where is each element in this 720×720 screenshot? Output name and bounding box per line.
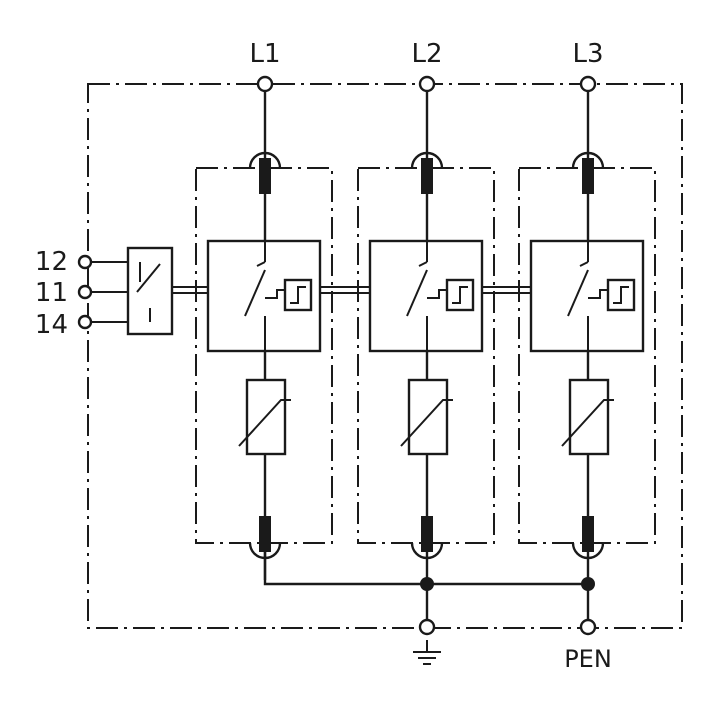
aux-label-12: 12 xyxy=(35,247,68,277)
fuse-top xyxy=(259,158,271,194)
phase-module-2: L2 xyxy=(357,39,495,580)
phase-terminal xyxy=(418,75,436,93)
earth-ground-icon xyxy=(413,640,441,665)
phase-terminal xyxy=(256,75,274,93)
switch-blade xyxy=(244,269,266,317)
plug-contact-bottom xyxy=(410,542,444,560)
earth-terminal xyxy=(418,618,436,636)
plug-contact-bottom xyxy=(248,542,282,560)
indicator-step xyxy=(613,286,629,304)
indicator-step xyxy=(452,286,468,304)
aux-contacts: 12 11 14 xyxy=(35,246,174,340)
pen-label: PEN xyxy=(564,645,612,673)
aux-terminal-14 xyxy=(77,314,93,330)
fuse-bottom xyxy=(259,516,271,552)
phase-label: L2 xyxy=(411,39,442,69)
aux-terminal-11 xyxy=(77,284,93,300)
indicator-box xyxy=(283,278,313,312)
plug-contact-top xyxy=(248,151,282,169)
pen-terminal xyxy=(579,618,597,636)
fuse-bottom xyxy=(421,516,433,552)
switch-hook xyxy=(418,261,428,267)
varistor-slash xyxy=(400,399,453,447)
plug-contact-top xyxy=(410,151,444,169)
plug-contact-bottom xyxy=(571,542,605,560)
switch-hook xyxy=(256,261,266,267)
varistor-slash xyxy=(238,399,291,447)
fuse-top xyxy=(421,158,433,194)
enclosure-outline xyxy=(87,83,683,629)
switch-hook xyxy=(579,261,589,267)
phase-module-3: L3 xyxy=(518,39,656,580)
phase-label: L3 xyxy=(572,39,603,69)
indicator-step xyxy=(290,286,306,304)
switch-blade xyxy=(567,269,589,317)
aux-terminal-12 xyxy=(77,254,93,270)
mechanical-linkage xyxy=(172,286,531,294)
phase-label: L1 xyxy=(249,39,280,69)
aux-label-11: 11 xyxy=(35,278,68,308)
fuse-top xyxy=(582,158,594,194)
fuse-bottom xyxy=(582,516,594,552)
varistor xyxy=(407,378,449,456)
varistor-slash xyxy=(561,399,614,447)
phase-terminal xyxy=(579,75,597,93)
aux-label-14: 14 xyxy=(35,310,68,340)
switch-blade xyxy=(406,269,428,317)
plug-contact-top xyxy=(571,151,605,169)
phase-module-1: L1 xyxy=(195,39,333,580)
